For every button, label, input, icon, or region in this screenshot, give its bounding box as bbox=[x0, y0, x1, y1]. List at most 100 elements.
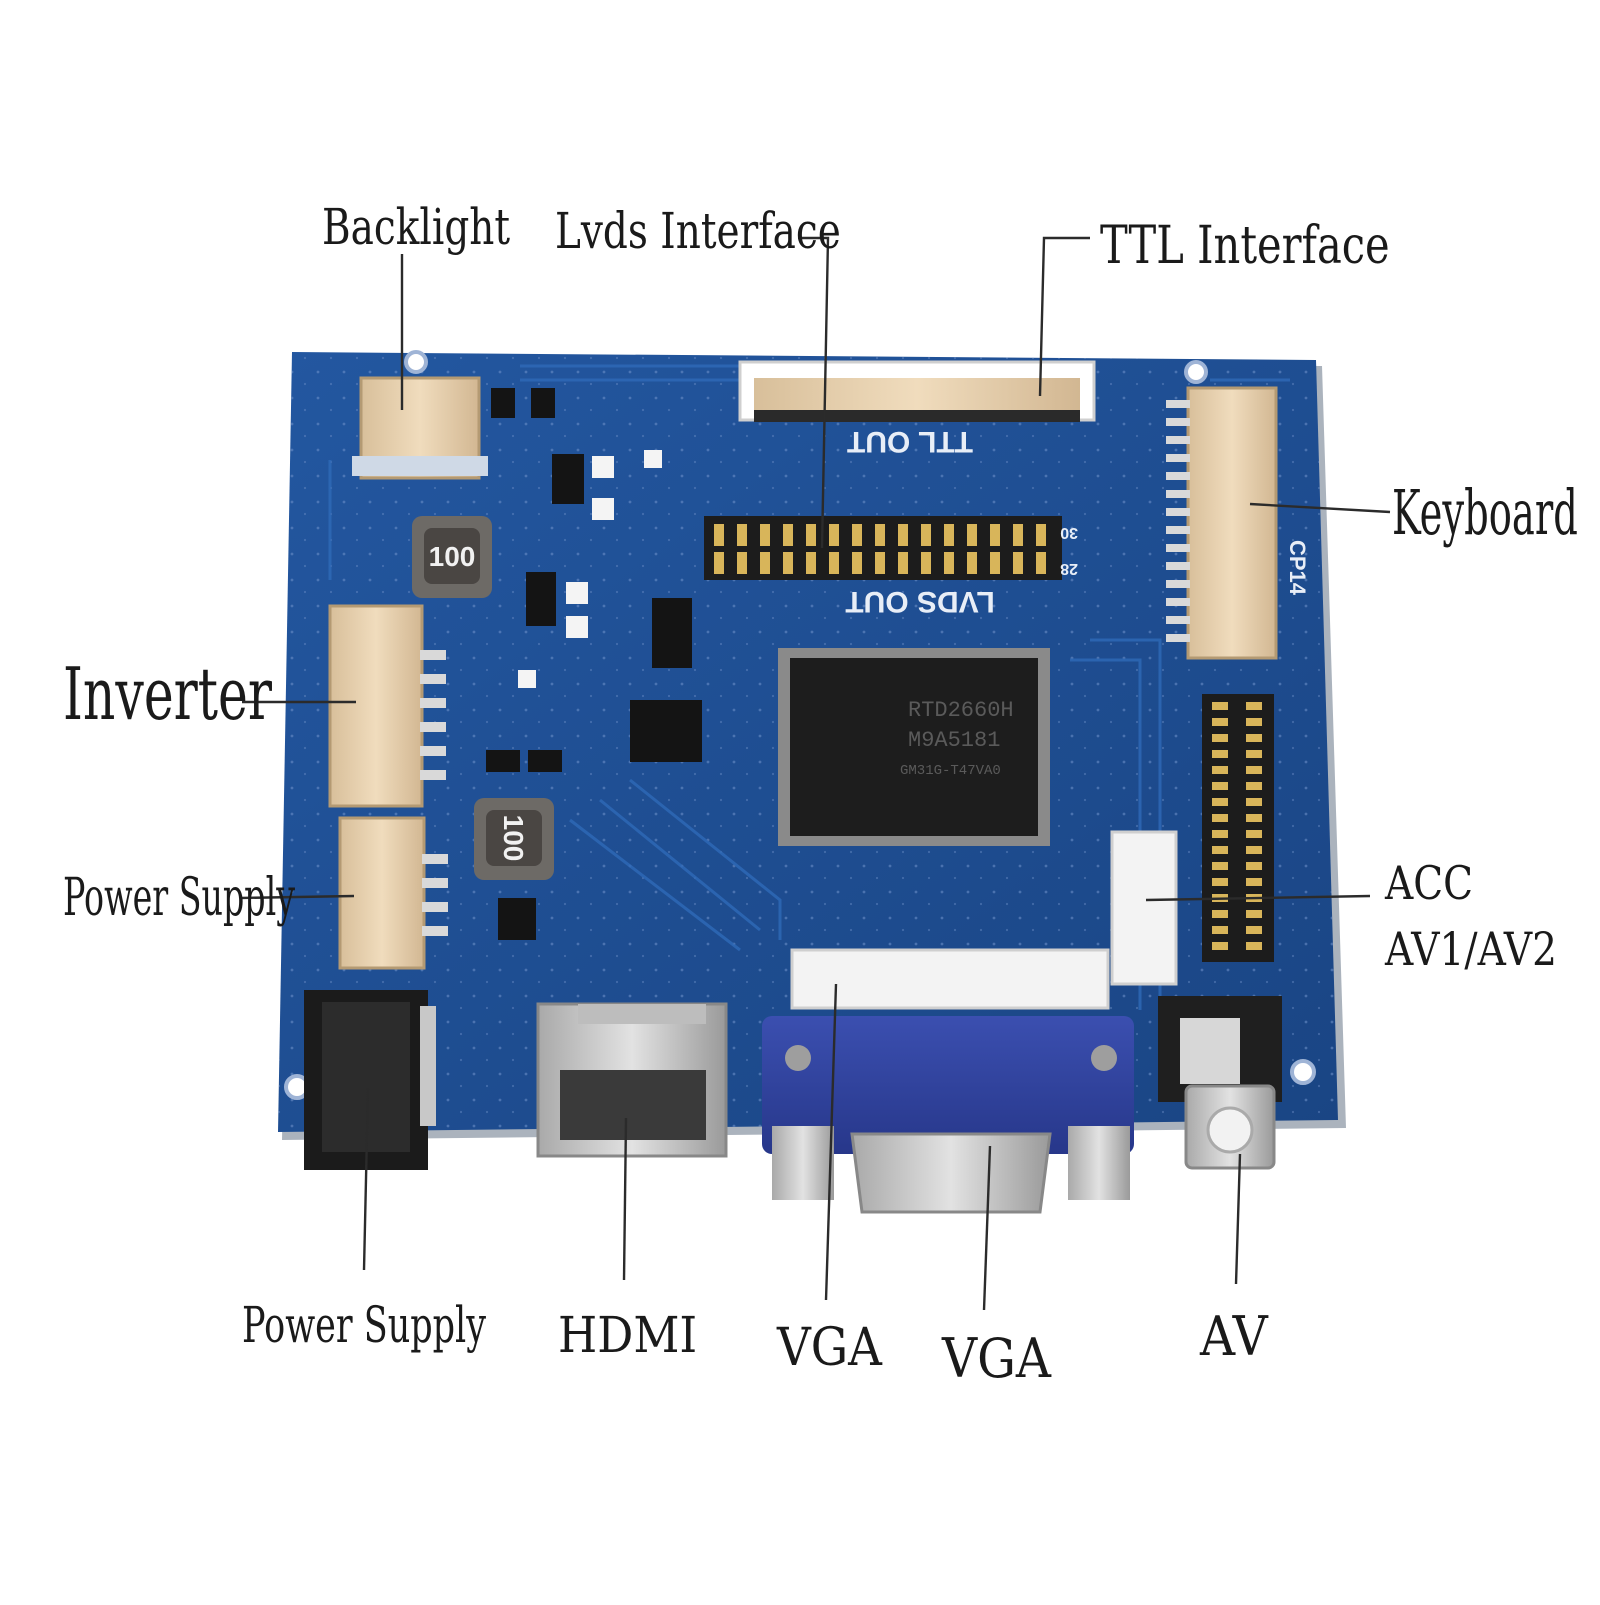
power-pin bbox=[422, 902, 448, 912]
leader-lines bbox=[239, 236, 1391, 1311]
label-hdmi: HDMI bbox=[558, 1306, 698, 1364]
pcb-traces bbox=[328, 364, 1290, 1010]
label-vga-2: VGA bbox=[942, 1327, 1052, 1390]
header-pin bbox=[1212, 734, 1228, 742]
keyboard-pin bbox=[1166, 562, 1190, 570]
lvds-pin bbox=[944, 524, 954, 546]
lvds-out-text: LVDS OUT bbox=[845, 585, 994, 618]
power-supply-connector bbox=[338, 816, 448, 970]
lvds-pin bbox=[714, 552, 724, 574]
lvds-pin bbox=[1013, 524, 1023, 546]
label-ttl-interface: TTL Interface bbox=[1100, 216, 1390, 276]
inverter-connector bbox=[328, 604, 446, 808]
lvds-pin-header bbox=[704, 516, 1062, 580]
power-pin bbox=[422, 926, 448, 936]
header-pin bbox=[1246, 862, 1262, 870]
header-pin bbox=[1212, 942, 1228, 950]
hdmi-port bbox=[536, 1002, 728, 1158]
chip-line-1: RTD2660H bbox=[908, 698, 1014, 723]
leader-lvds bbox=[798, 236, 830, 549]
pin-28-text: 28 bbox=[1060, 560, 1078, 577]
lvds-pin bbox=[1036, 524, 1046, 546]
lvds-pin bbox=[967, 524, 977, 546]
chip-line-3: GM31G-T47VA0 bbox=[900, 763, 1001, 779]
header-pin bbox=[1246, 878, 1262, 886]
leader-vga1 bbox=[824, 983, 838, 1301]
header-pin bbox=[1246, 942, 1262, 950]
inductor-marks: 100 100 bbox=[429, 541, 529, 861]
lvds-pin bbox=[760, 524, 770, 546]
label-power-supply-bottom: Power Supply bbox=[242, 1296, 487, 1354]
lvds-pin bbox=[921, 552, 931, 574]
white-connector bbox=[790, 948, 1110, 1010]
lvds-pin bbox=[737, 524, 747, 546]
ttl-out-text: TTL OUT bbox=[847, 425, 973, 458]
keyboard-header-text: CP14 bbox=[1285, 540, 1310, 596]
header-pin bbox=[1212, 814, 1228, 822]
keyboard-pin bbox=[1166, 544, 1190, 552]
smd-components bbox=[486, 388, 702, 940]
lvds-pin bbox=[875, 552, 885, 574]
label-inverter: Inverter bbox=[63, 652, 272, 736]
keyboard-pin bbox=[1166, 400, 1190, 408]
lvds-pin bbox=[967, 552, 977, 574]
header-pin bbox=[1246, 766, 1262, 774]
lvds-pin bbox=[898, 552, 908, 574]
header-pin bbox=[1246, 734, 1262, 742]
lvds-pin bbox=[1036, 552, 1046, 574]
lvds-pin bbox=[783, 524, 793, 546]
label-acc: ACC bbox=[1385, 856, 1474, 910]
leader-hdmi bbox=[622, 1117, 628, 1281]
chip-line-2: M9A5181 bbox=[908, 728, 1000, 753]
leader-vga2 bbox=[982, 1145, 992, 1311]
header-pin bbox=[1246, 782, 1262, 790]
keyboard-connector bbox=[1166, 386, 1278, 660]
leader-ttl bbox=[1038, 236, 1090, 397]
header-pin bbox=[1212, 878, 1228, 886]
lvds-pin bbox=[760, 552, 770, 574]
label-vga-1: VGA bbox=[777, 1318, 882, 1378]
lvds-pin bbox=[875, 524, 885, 546]
power-pin bbox=[422, 854, 448, 864]
lvds-pin bbox=[1013, 552, 1023, 574]
label-lvds-interface: Lvds Interface bbox=[555, 202, 841, 260]
inverter-pin bbox=[420, 698, 446, 708]
power-pin bbox=[422, 878, 448, 888]
ttl-connector bbox=[738, 360, 1096, 422]
header-pin bbox=[1212, 846, 1228, 854]
inductor-top bbox=[412, 516, 492, 598]
lvds-pin bbox=[714, 524, 724, 546]
keyboard-pin bbox=[1166, 634, 1190, 642]
keyboard-pin bbox=[1166, 454, 1190, 462]
header-pin bbox=[1246, 702, 1262, 710]
lvds-pin bbox=[783, 552, 793, 574]
header-pin bbox=[1212, 910, 1228, 918]
acc-connector bbox=[1110, 830, 1178, 986]
lvds-pin bbox=[921, 524, 931, 546]
inverter-pin bbox=[420, 650, 446, 660]
keyboard-pin bbox=[1166, 616, 1190, 624]
header-pin bbox=[1246, 846, 1262, 854]
lvds-pin bbox=[829, 552, 839, 574]
header-pin bbox=[1246, 910, 1262, 918]
inverter-pin bbox=[420, 722, 446, 732]
label-keyboard: Keyboard bbox=[1392, 476, 1578, 549]
leader-keyboard bbox=[1249, 502, 1391, 514]
leader-power-left bbox=[239, 894, 355, 900]
keyboard-pin bbox=[1166, 526, 1190, 534]
lvds-pin bbox=[806, 552, 816, 574]
lvds-pin bbox=[944, 552, 954, 574]
keyboard-pin bbox=[1166, 436, 1190, 444]
smd-white-pads bbox=[518, 450, 662, 688]
right-pin-header bbox=[1202, 694, 1274, 962]
label-backlight: Backlight bbox=[322, 198, 511, 256]
mounting-holes bbox=[284, 350, 1316, 1100]
main-chip bbox=[778, 648, 1050, 846]
inverter-pin bbox=[420, 770, 446, 780]
keyboard-pin bbox=[1166, 472, 1190, 480]
header-pin bbox=[1212, 766, 1228, 774]
header-pin bbox=[1212, 830, 1228, 838]
header-pin bbox=[1212, 718, 1228, 726]
